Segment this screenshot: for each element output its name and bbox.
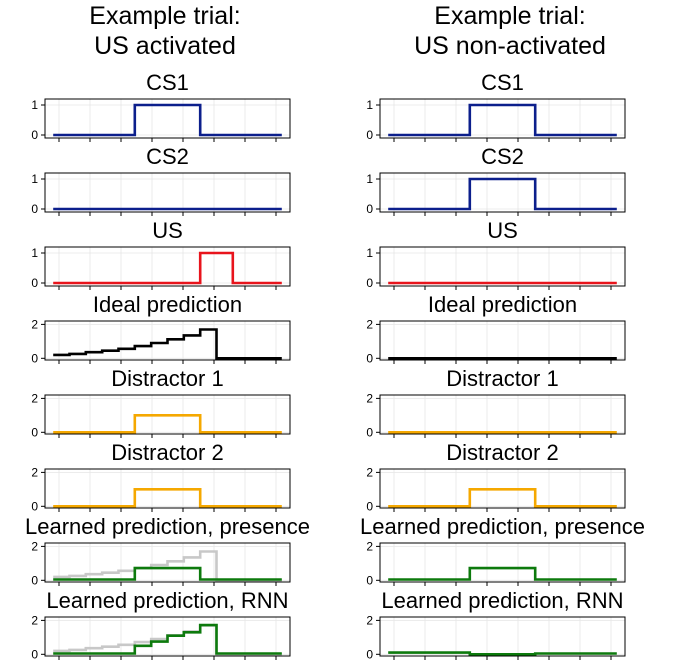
chart-panel: US 0 1	[31, 218, 291, 290]
y-tick-label: 2	[31, 317, 38, 331]
panel-title: Ideal prediction	[93, 292, 242, 317]
axes-frame	[379, 172, 626, 213]
panel-title: Distractor 2	[111, 440, 223, 465]
series-line	[53, 413, 282, 434]
panel-title: Learned prediction, RNN	[46, 588, 288, 613]
axes-frame	[44, 172, 291, 213]
chart-panel: Learned prediction, RNN 0 2	[366, 588, 626, 661]
chart-panel: US 0 1	[366, 218, 626, 290]
axes-frame	[379, 246, 626, 287]
series-line	[53, 328, 282, 360]
chart-panel: Distractor 2 0 2	[31, 440, 291, 513]
panel-title: CS1	[481, 70, 524, 95]
axes-frame	[379, 394, 626, 435]
axes-frame	[379, 542, 626, 583]
y-tick-label: 2	[31, 465, 38, 479]
chart-panel: CS2 0 1	[366, 144, 626, 216]
series-line	[388, 566, 617, 581]
y-tick-label: 0	[31, 499, 38, 513]
series-line	[388, 177, 617, 211]
column-title-right-line2: US non-activated	[414, 32, 606, 60]
panel-title: Distractor 2	[446, 440, 558, 465]
panel-title: CS1	[146, 70, 189, 95]
panel-title: Learned prediction, presence	[360, 514, 645, 539]
chart-panel: Ideal prediction 0 2	[366, 292, 626, 365]
column-title-right-line1: Example trial:	[434, 2, 585, 30]
axes-frame	[44, 542, 291, 583]
y-tick-label: 0	[31, 351, 38, 365]
axes-frame	[379, 98, 626, 139]
series-line	[53, 550, 282, 582]
y-tick-label: 2	[366, 613, 373, 627]
chart-panel: Distractor 1 0 2	[366, 366, 626, 439]
axes-frame	[379, 320, 626, 361]
y-tick-label: 2	[366, 317, 373, 331]
y-tick-label: 0	[31, 647, 38, 661]
panel-title: Ideal prediction	[428, 292, 577, 317]
chart-panel: Ideal prediction 0 2	[31, 292, 291, 365]
panel-title: US	[487, 218, 518, 243]
column-title-left-line2: US activated	[94, 32, 236, 60]
series-line	[53, 623, 282, 655]
series-line	[388, 487, 617, 508]
series-line	[388, 651, 617, 656]
panel-title: CS2	[481, 144, 524, 169]
y-tick-label: 2	[366, 391, 373, 405]
chart-panel: CS1 0 1	[366, 70, 626, 142]
axes-frame	[379, 616, 626, 657]
chart-panel: Learned prediction, presence 0 2	[360, 514, 645, 587]
axes-frame	[44, 394, 291, 435]
y-tick-label: 0	[31, 128, 38, 142]
axes-frame	[44, 98, 291, 139]
y-tick-label: 0	[366, 128, 373, 142]
y-tick-label: 1	[31, 246, 38, 260]
y-tick-label: 2	[366, 465, 373, 479]
axes-frame	[44, 616, 291, 657]
y-tick-label: 0	[366, 202, 373, 216]
y-tick-label: 2	[31, 539, 38, 553]
column-title-left-line1: Example trial:	[89, 2, 240, 30]
axes-frame	[379, 468, 626, 509]
series-line	[53, 487, 282, 508]
chart-panel: CS2 0 1	[31, 144, 291, 216]
chart-panel: Learned prediction, RNN 0 2	[31, 588, 291, 661]
chart-panel: Distractor 1 0 2	[31, 366, 291, 439]
y-tick-label: 1	[366, 98, 373, 112]
series-line	[53, 566, 282, 581]
axes-frame	[44, 320, 291, 361]
y-tick-label: 0	[31, 276, 38, 290]
y-tick-label: 1	[366, 172, 373, 186]
y-tick-label: 0	[31, 425, 38, 439]
chart-panel: Learned prediction, presence 0 2	[25, 514, 310, 587]
series-line	[53, 251, 282, 285]
y-tick-label: 0	[366, 425, 373, 439]
y-tick-label: 1	[31, 98, 38, 112]
y-tick-label: 0	[366, 351, 373, 365]
panel-title: US	[152, 218, 183, 243]
y-tick-label: 2	[366, 539, 373, 553]
axes-frame	[44, 246, 291, 287]
chart-panel: Distractor 2 0 2	[366, 440, 626, 513]
series-line	[53, 103, 282, 137]
y-tick-label: 2	[31, 613, 38, 627]
y-tick-label: 1	[31, 172, 38, 186]
y-tick-label: 0	[366, 647, 373, 661]
y-tick-label: 1	[366, 246, 373, 260]
y-tick-label: 0	[31, 202, 38, 216]
y-tick-label: 2	[31, 391, 38, 405]
panel-title: Distractor 1	[111, 366, 223, 391]
y-tick-label: 0	[366, 499, 373, 513]
series-line	[388, 103, 617, 137]
panel-title: CS2	[146, 144, 189, 169]
y-tick-label: 0	[366, 276, 373, 290]
y-tick-label: 0	[366, 573, 373, 587]
panel-title: Distractor 1	[446, 366, 558, 391]
panel-title: Learned prediction, RNN	[381, 588, 623, 613]
chart-panel: CS1 0 1	[31, 70, 291, 142]
panel-title: Learned prediction, presence	[25, 514, 310, 539]
y-tick-label: 0	[31, 573, 38, 587]
axes-frame	[44, 468, 291, 509]
